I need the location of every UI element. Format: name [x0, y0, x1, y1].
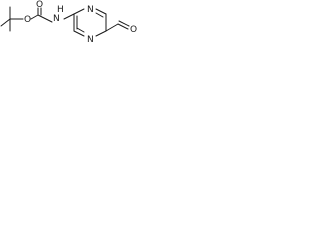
- tert-butyl-carbamate-pyrazine-aldehyde-structure: O O N H N N O: [0, 0, 137, 45]
- structure-canvas: O O N H N N O: [0, 0, 160, 66]
- atom-ring-nitrogen-bottom: N: [87, 35, 94, 45]
- atom-aldehyde-oxygen: O: [130, 25, 137, 35]
- bond-carbonyl-to-nitrogen: [37, 14, 53, 23]
- bond-tbu-methyl-left: [0, 18, 11, 27]
- bond-nitrogen-to-ring: [63, 13, 75, 20]
- bond-aldehyde-double-a: [117, 23, 129, 30]
- ring-bond-5: [73, 30, 85, 37]
- bond-oxygen-to-carbonyl: [30, 14, 39, 20]
- atom-amide-hydrogen: H: [57, 5, 64, 15]
- bond-aldehyde-double-b: [118, 20, 130, 27]
- atom-ring-nitrogen-top: N: [87, 5, 94, 15]
- ring-bond-5-inner: [76, 27, 85, 33]
- bond-ring-to-aldehyde: [105, 23, 119, 32]
- ring-bond-2: [95, 8, 107, 15]
- atom-carbonyl-oxygen: O: [36, 0, 43, 10]
- ring-bond-1: [73, 8, 85, 15]
- atom-amide-nitrogen: N: [53, 14, 60, 24]
- ring-bond-4: [95, 30, 107, 37]
- ring-bond-2-inner: [95, 12, 104, 18]
- atom-ester-oxygen: O: [24, 15, 31, 25]
